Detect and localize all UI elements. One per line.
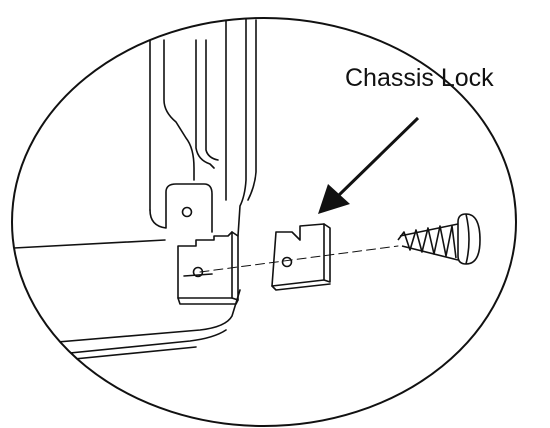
upper-bracket	[149, 183, 213, 233]
bracket-slot-line	[183, 273, 213, 277]
screw	[397, 213, 481, 265]
upper-bracket-hole	[181, 206, 193, 218]
chassis-bottom-lip	[39, 329, 227, 357]
arrow-head	[318, 184, 350, 214]
screw-head-rim	[465, 213, 470, 265]
callout-arrow	[318, 116, 420, 214]
lower-bracket-fold	[231, 231, 239, 301]
screw-shank-top	[399, 223, 459, 237]
chassis-lock-hole	[281, 256, 293, 268]
lower-bracket-plate	[177, 231, 233, 299]
screw-thread	[397, 225, 457, 259]
chassis-detail	[13, 18, 399, 363]
chassis-top-edge	[13, 239, 166, 249]
screw-shank-bottom	[401, 245, 459, 261]
alignment-axis	[199, 245, 399, 273]
callout-label: Chassis Lock	[345, 64, 494, 92]
frame-rail-inner	[163, 39, 195, 181]
magnifier-oval	[11, 17, 517, 427]
lower-bracket-base	[177, 297, 239, 305]
frame-post-right	[237, 18, 247, 237]
chassis-bottom-edge	[21, 289, 241, 346]
chassis-lock-plate	[271, 223, 325, 287]
screw-head	[457, 213, 481, 265]
frame-rail-channel	[195, 39, 215, 169]
arrow-shaft	[336, 116, 420, 198]
frame-rail-channel-2	[205, 39, 219, 161]
frame-post-right-2	[247, 19, 257, 201]
chassis-lock-base	[271, 283, 331, 291]
